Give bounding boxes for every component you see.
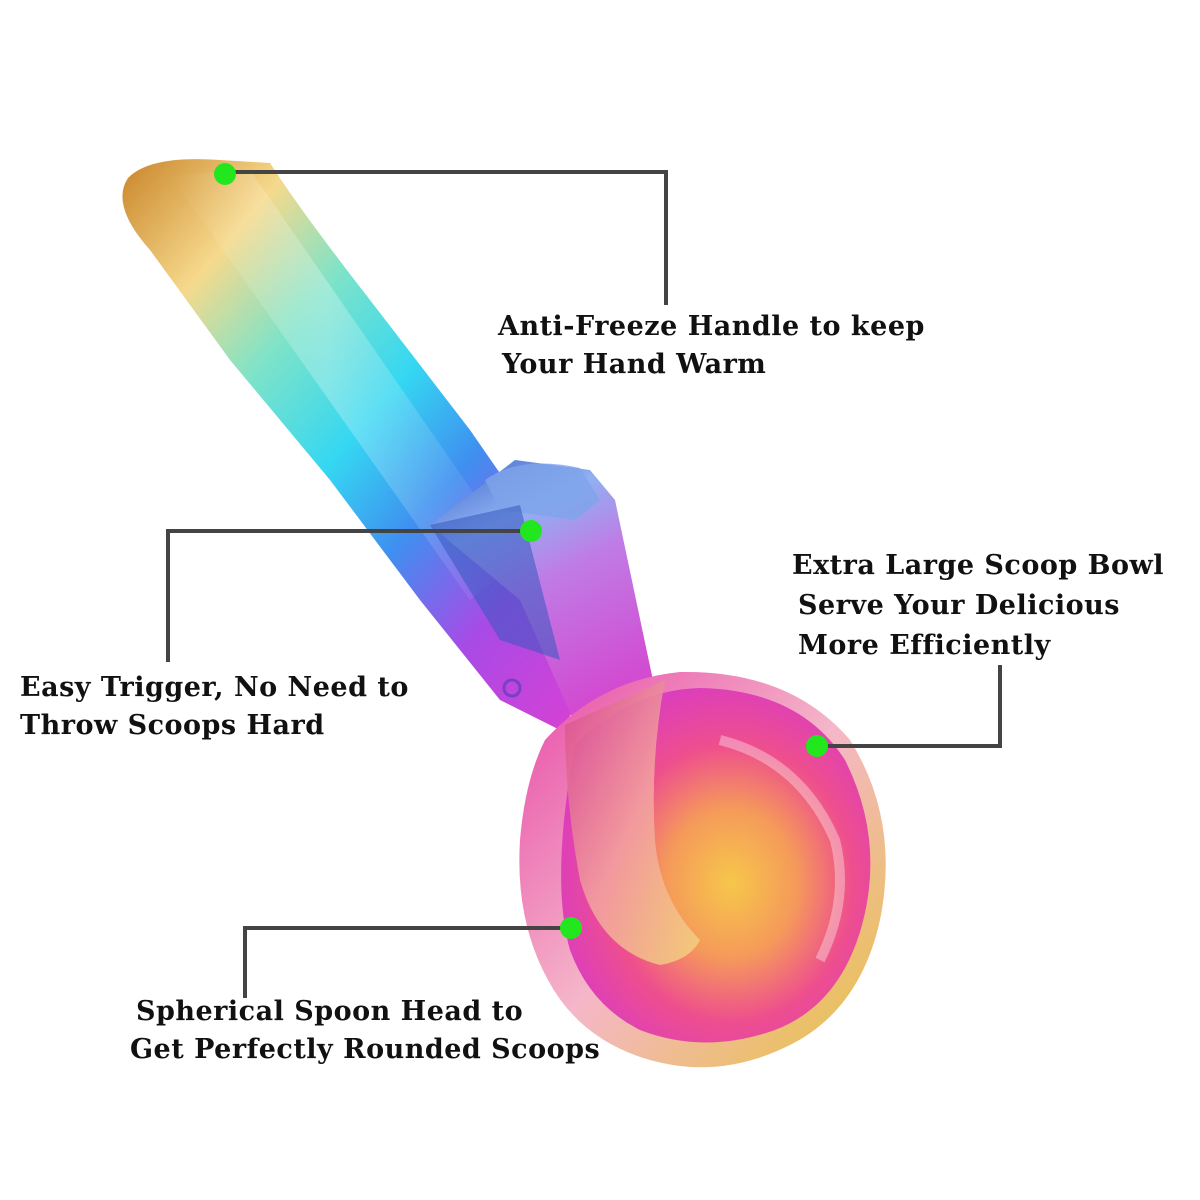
callout-head: Spherical Spoon Head to Get Perfectly Ro… — [130, 993, 600, 1069]
leader-lines — [166, 170, 1002, 998]
callout-bowl-line2: Serve Your Delicious — [798, 590, 1121, 621]
release-blade — [565, 680, 700, 965]
pivot-rivet — [502, 678, 522, 698]
callout-head-line1: Spherical Spoon Head to — [136, 996, 524, 1027]
marker-dot-handle — [214, 163, 236, 185]
marker-dot-head — [560, 917, 582, 939]
marker-dot-trigger — [520, 520, 542, 542]
callout-head-line2: Get Perfectly Rounded Scoops — [130, 1034, 601, 1065]
callout-handle: Anti-Freeze Handle to keep Your Hand War… — [498, 308, 925, 384]
callout-handle-line2: Your Hand Warm — [502, 349, 767, 380]
callout-bowl: Extra Large Scoop Bowl Serve Your Delici… — [792, 546, 1164, 666]
callout-trigger-line1: Easy Trigger, No Need to — [20, 672, 409, 703]
leader-line-trigger — [166, 529, 531, 662]
leader-line-handle — [225, 170, 668, 305]
callout-handle-line1: Anti-Freeze Handle to keep — [498, 311, 925, 342]
callout-bowl-line3: More Efficiently — [798, 630, 1051, 661]
callout-trigger-line2: Throw Scoops Hard — [20, 710, 325, 741]
leader-line-bowl — [817, 665, 1002, 748]
marker-dot-bowl — [806, 735, 828, 757]
callout-trigger: Easy Trigger, No Need to Throw Scoops Ha… — [20, 669, 409, 745]
callout-bowl-line1: Extra Large Scoop Bowl — [792, 550, 1164, 581]
scoop-bowl — [519, 671, 886, 1068]
leader-line-head — [243, 926, 571, 998]
markers — [214, 163, 828, 939]
thumb-trigger — [430, 460, 655, 735]
